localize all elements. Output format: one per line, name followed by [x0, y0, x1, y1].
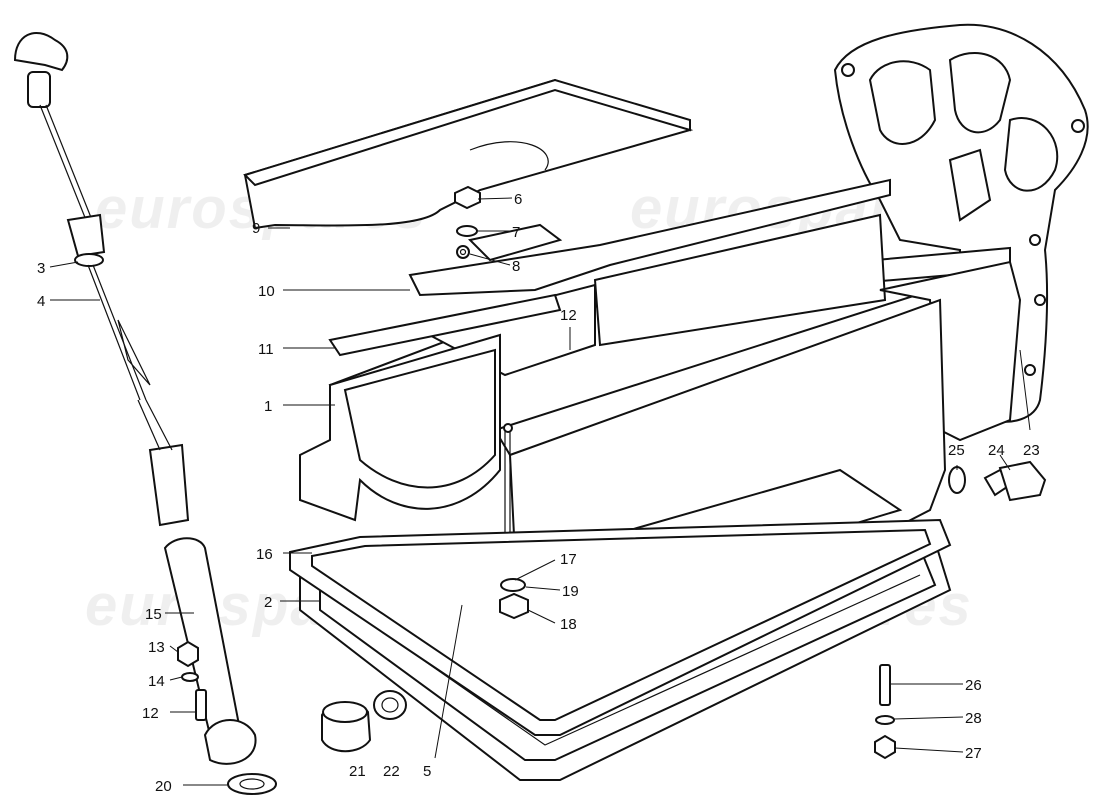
washer-part-22	[373, 690, 407, 720]
callout-26: 26	[965, 677, 982, 694]
callout-17: 17	[560, 551, 577, 568]
washer-part-14	[181, 672, 199, 682]
oil-sender-part-24	[983, 460, 1047, 502]
callout-12-left: 12	[142, 705, 159, 722]
pan-gasket-part-16	[289, 518, 952, 736]
callout-6: 6	[514, 191, 522, 208]
nut-part-27	[874, 734, 896, 760]
callout-2: 2	[264, 594, 272, 611]
callout-23: 23	[1023, 442, 1040, 459]
top-baffle-plate-part-9	[243, 78, 694, 230]
callout-24: 24	[988, 442, 1005, 459]
nut-part-13	[177, 640, 199, 668]
washer-part-7	[456, 225, 478, 237]
callout-16: 16	[256, 546, 273, 563]
callout-18: 18	[560, 616, 577, 633]
washer-part-19	[500, 578, 526, 592]
callout-25: 25	[948, 442, 965, 459]
dipstick-part-4	[13, 31, 190, 527]
stud-part-26	[879, 664, 891, 706]
washer-part-25	[948, 466, 966, 494]
callout-28: 28	[965, 710, 982, 727]
nut-part-18	[499, 592, 529, 620]
leader-lines	[49, 197, 1031, 786]
callout-14: 14	[148, 673, 165, 690]
gasket-plate-part-23	[833, 23, 1089, 423]
callout-labels: 9 6 7 8 10 11 1 3 4 12 16 2 17 19 18 5 1…	[37, 191, 1040, 795]
callout-21: 21	[349, 763, 366, 780]
callout-27: 27	[965, 745, 982, 762]
nut-part-6	[454, 185, 481, 210]
baffle-plate-part-10	[408, 178, 891, 297]
callout-3: 3	[37, 260, 45, 277]
callout-13: 13	[148, 639, 165, 656]
washer-part-28	[875, 715, 895, 725]
callout-22: 22	[383, 763, 400, 780]
callout-4: 4	[37, 293, 45, 310]
callout-19: 19	[562, 583, 579, 600]
callout-10: 10	[258, 283, 275, 300]
strip-part-11	[328, 293, 562, 357]
callout-20: 20	[155, 778, 172, 795]
callout-5: 5	[423, 763, 431, 780]
drain-plug-part-21	[321, 701, 372, 753]
callout-8: 8	[512, 258, 520, 275]
callout-11: 11	[258, 341, 274, 358]
washer-part-20	[227, 773, 277, 795]
dipstick-tube-part-15	[163, 537, 257, 765]
stud-part-12-left	[195, 689, 207, 721]
callout-12-top: 12	[560, 307, 577, 324]
callout-7: 7	[512, 224, 520, 241]
callout-1: 1	[264, 398, 272, 415]
callout-9: 9	[252, 220, 260, 237]
callout-15: 15	[145, 606, 162, 623]
